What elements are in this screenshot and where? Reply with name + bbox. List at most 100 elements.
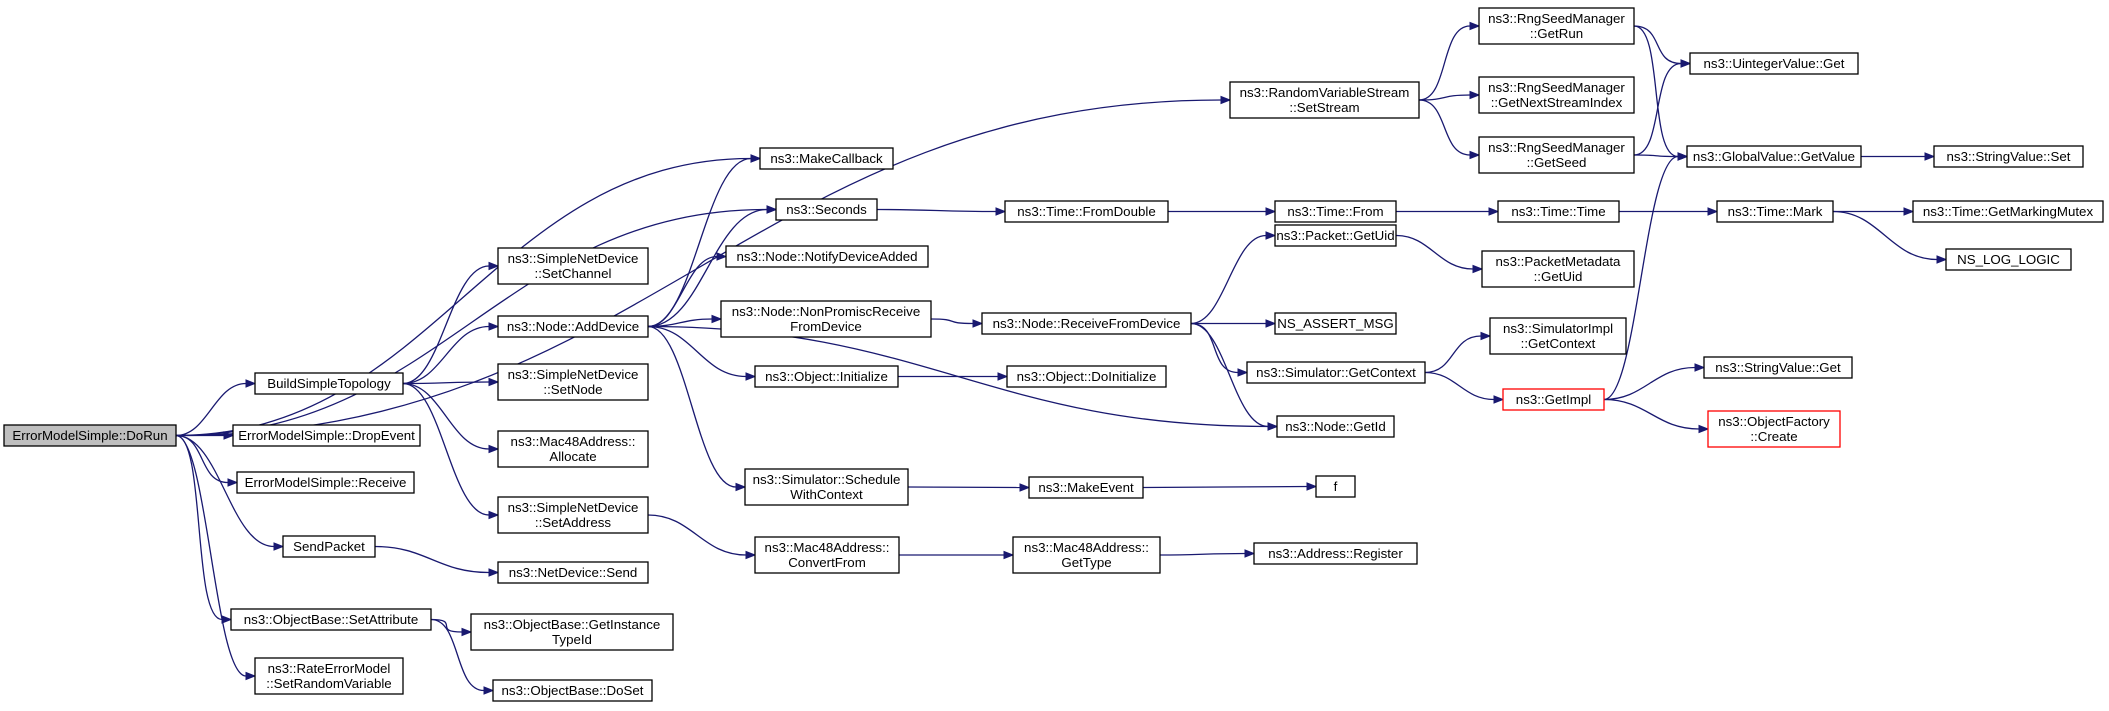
node-ns3-rngseedmanager-getnextstreamindex[interactable]: ns3::RngSeedManager::GetNextStreamIndex [1478, 76, 1635, 114]
node-label: GetType [1061, 555, 1111, 570]
node-ns3-packet-getuid[interactable]: ns3::Packet::GetUid [1274, 224, 1397, 247]
node-ns3-time-from[interactable]: ns3::Time::From [1274, 200, 1397, 223]
arrowhead [1677, 152, 1689, 161]
node-box [254, 372, 404, 395]
arrowhead [997, 372, 1009, 381]
node-ns3-makecallback[interactable]: ns3::MakeCallback [759, 147, 894, 170]
node-ns3-rngseedmanager-getrun[interactable]: ns3::RngSeedManager::GetRun [1478, 7, 1635, 45]
node-ns3-uintegervalue-get[interactable]: ns3::UintegerValue::Get [1689, 52, 1859, 75]
arrowhead [745, 550, 757, 560]
node-ns3-objectbase-setattribute[interactable]: ns3::ObjectBase::SetAttribute [230, 608, 432, 631]
node-ns3-seconds[interactable]: ns3::Seconds [775, 198, 878, 221]
arrowhead [1469, 90, 1481, 100]
node-ns3-node-receivefromdevice[interactable]: ns3::Node::ReceiveFromDevice [981, 312, 1192, 335]
arrowhead [1220, 95, 1232, 105]
node-box [1253, 542, 1418, 565]
node-ns3-mac48address-allocate[interactable]: ns3::Mac48Address::Allocate [497, 430, 649, 468]
node-ns3-simplenetdevice-setaddress[interactable]: ns3::SimpleNetDevice::SetAddress [497, 496, 649, 534]
edge-nonprom-to-recvfromdev [930, 318, 974, 325]
arrowhead [1265, 231, 1277, 240]
node-label: ns3::ObjectBase::SetAttribute [244, 612, 418, 627]
node-ns3-packetmetadata-getuid[interactable]: ns3::PacketMetadata::GetUid [1481, 250, 1635, 288]
node-ns3-simulatorimpl-getcontext[interactable]: ns3::SimulatorImpl::GetContext [1489, 317, 1627, 355]
arrowhead [1469, 150, 1481, 160]
node-ns3-node-notifydeviceadded[interactable]: ns3::Node::NotifyDeviceAdded [725, 245, 929, 268]
node-ns-assert-msg[interactable]: NS_ASSERT_MSG [1274, 312, 1397, 335]
arrowhead [735, 482, 747, 492]
edge-adddev-to-schedctx [647, 325, 737, 488]
node-ns3-object-doinitialize[interactable]: ns3::Object::DoInitialize [1006, 365, 1167, 388]
node-label: ns3::Simulator::Schedule [753, 472, 901, 487]
node-ns3-time-getmarkingmutex[interactable]: ns3::Time::GetMarkingMutex [1912, 200, 2104, 223]
node-buildsimpletopology[interactable]: BuildSimpleTopology [254, 372, 404, 395]
node-box [1689, 52, 1859, 75]
node-label: ns3::NetDevice::Send [509, 565, 638, 580]
node-ns3-simplenetdevice-setchannel[interactable]: ns3::SimpleNetDevice::SetChannel [497, 247, 649, 285]
node-sendpacket[interactable]: SendPacket [282, 535, 376, 558]
node-ns3-time-fromdouble[interactable]: ns3::Time::FromDouble [1004, 200, 1169, 223]
node-ns3-simplenetdevice-setnode[interactable]: ns3::SimpleNetDevice::SetNode [497, 363, 649, 401]
node-label: ErrorModelSimple::Receive [245, 475, 407, 490]
node-box [1229, 81, 1420, 119]
node-box [497, 496, 649, 534]
node-label: ns3::Time::Time [1511, 204, 1605, 219]
node-ns3-mac48address-gettype[interactable]: ns3::Mac48Address::GetType [1012, 536, 1161, 574]
node-box [282, 535, 376, 558]
node-ns-log-logic[interactable]: NS_LOG_LOGIC [1945, 248, 2072, 271]
node-box [1502, 388, 1605, 411]
edge-getrun-to-gvget [1633, 25, 1679, 158]
node-ns3-object-initialize[interactable]: ns3::Object::Initialize [754, 365, 899, 388]
edge-gettype-to-addrreg [1159, 552, 1246, 556]
edge-dorun-to-setrv [175, 434, 247, 677]
node-box [1478, 7, 1635, 45]
node-label: ns3::RngSeedManager [1488, 11, 1625, 26]
arrowhead [483, 686, 495, 695]
node-ns3-node-adddevice[interactable]: ns3::Node::AddDevice [497, 315, 649, 338]
edges-layer [175, 21, 1948, 695]
arrowhead [1472, 264, 1484, 274]
node-box [470, 613, 674, 651]
node-f[interactable]: f [1315, 475, 1356, 498]
node-ns3-getimpl[interactable]: ns3::GetImpl [1502, 388, 1605, 411]
node-errormodelsimple-receive[interactable]: ErrorModelSimple::Receive [236, 471, 415, 494]
node-ns3-time-time[interactable]: ns3::Time::Time [1497, 200, 1620, 223]
node-ns3-rngseedmanager-getseed[interactable]: ns3::RngSeedManager::GetSeed [1478, 136, 1635, 174]
node-ns3-randomvariablestream-setstream[interactable]: ns3::RandomVariableStream::SetStream [1229, 81, 1420, 119]
node-ns3-address-register[interactable]: ns3::Address::Register [1253, 542, 1418, 565]
node-ns3-makeevent[interactable]: ns3::MakeEvent [1028, 476, 1144, 499]
node-ns3-stringvalue-get[interactable]: ns3::StringValue::Get [1703, 356, 1853, 379]
node-ns3-rateerrormodel-setrandomvariable[interactable]: ns3::RateErrorModel::SetRandomVariable [254, 657, 404, 695]
node-ns3-stringvalue-set[interactable]: ns3::StringValue::Set [1933, 145, 2084, 168]
node-ns3-node-getid[interactable]: ns3::Node::GetId [1276, 415, 1395, 438]
node-label: ::GetContext [1521, 336, 1596, 351]
node-ns3-simulator-getcontext[interactable]: ns3::Simulator::GetContext [1246, 361, 1426, 384]
node-ns3-time-mark[interactable]: ns3::Time::Mark [1716, 200, 1834, 223]
edge-recvfromdev-to-nodegetid [1190, 322, 1269, 428]
node-ns3-objectbase-doset[interactable]: ns3::ObjectBase::DoSet [492, 679, 653, 702]
node-box [1478, 136, 1635, 174]
node-box [497, 561, 649, 584]
arrowhead [1265, 319, 1277, 328]
node-label: ns3::RandomVariableStream [1240, 85, 1410, 100]
arrowhead [750, 154, 762, 163]
arrowhead [711, 314, 723, 324]
node-box [1246, 361, 1426, 384]
node-label: ns3::RngSeedManager [1488, 80, 1625, 95]
node-ns3-mac48address-convertfrom[interactable]: ns3::Mac48Address::ConvertFrom [754, 536, 900, 574]
edge-adddev-to-notify [647, 255, 718, 328]
node-ns3-objectfactory-create[interactable]: ns3::ObjectFactory::Create [1707, 410, 1841, 448]
node-ns3-globalvalue-getvalue[interactable]: ns3::GlobalValue::GetValue [1686, 145, 1862, 168]
node-errormodelsimple-dorun[interactable]: ErrorModelSimple::DoRun [3, 424, 177, 447]
node-label: ns3::Node::AddDevice [507, 319, 639, 334]
node-ns3-netdevice-send[interactable]: ns3::NetDevice::Send [497, 561, 649, 584]
edge-build-to-alloc [402, 382, 490, 450]
arrowhead [488, 568, 500, 577]
edge-setattr-to-gettid [430, 618, 463, 633]
node-errormodelsimple-dropevent[interactable]: ErrorModelSimple::DropEvent [232, 424, 421, 447]
node-box [1478, 76, 1635, 114]
edge-adddev-to-objinit [647, 325, 747, 378]
node-box [1497, 200, 1620, 223]
